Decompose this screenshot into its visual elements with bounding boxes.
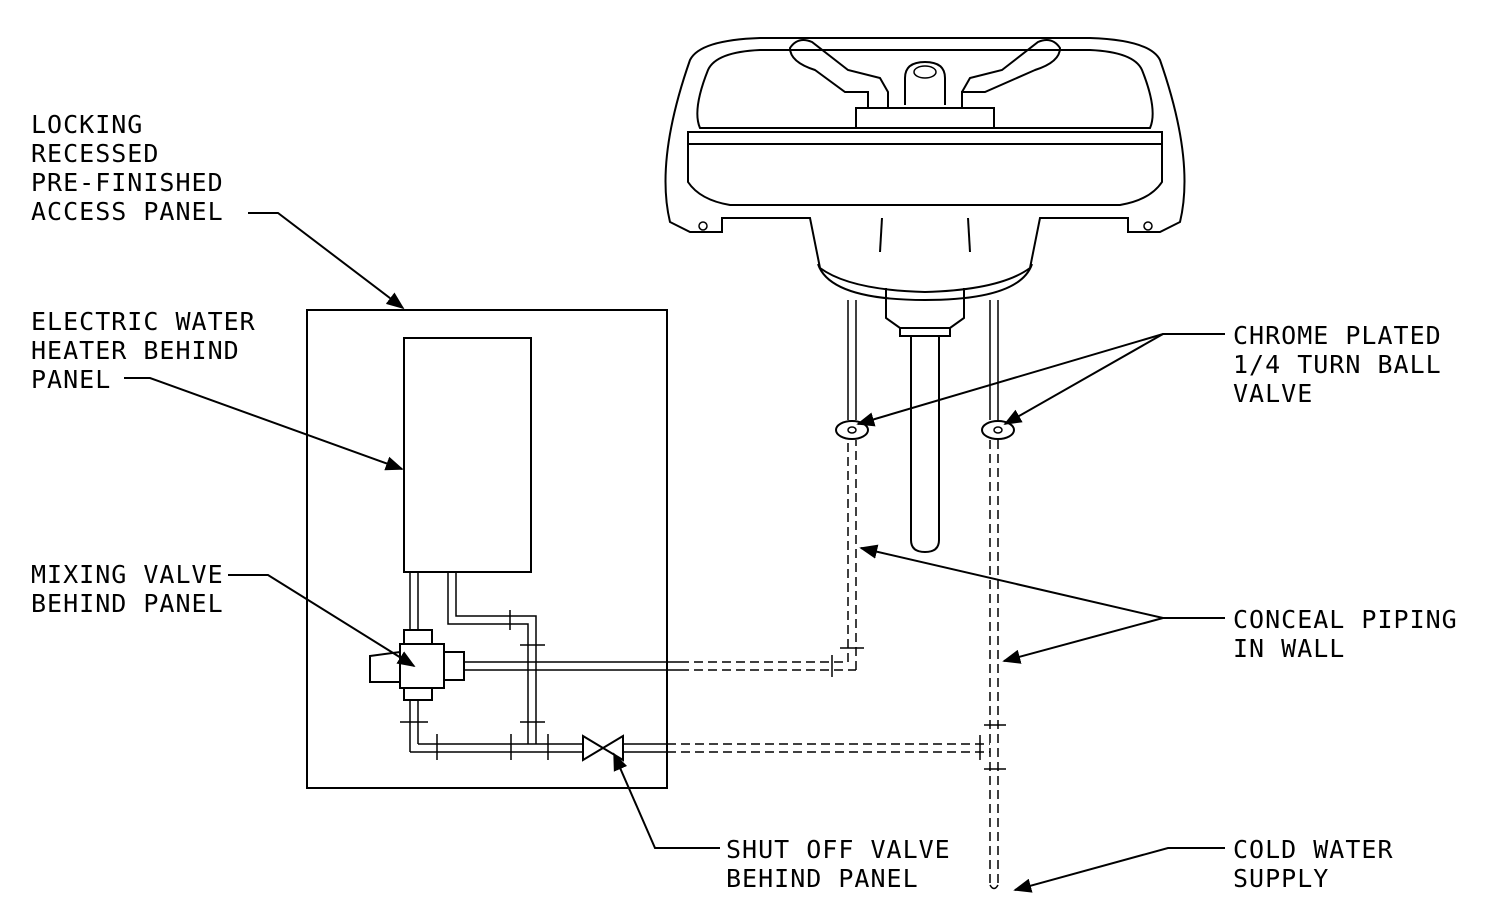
ball-valve-left	[835, 420, 869, 440]
panel-piping	[369, 572, 680, 762]
sink-basin	[664, 37, 1186, 554]
concealed-piping	[667, 300, 1006, 890]
label-cold-water: COLD WATER SUPPLY	[1233, 835, 1410, 893]
ball-valve-right	[981, 420, 1015, 440]
label-mixing-valve: MIXING VALVE BEHIND PANEL	[31, 560, 240, 618]
label-access-panel: LOCKING RECESSED PRE-FINISHED ACCESS PAN…	[31, 110, 240, 226]
label-ball-valve: CHROME PLATED 1/4 TURN BALL VALVE	[1233, 321, 1458, 408]
water-heater	[403, 337, 532, 573]
leader-lines	[124, 212, 1225, 893]
label-conceal-piping: CONCEAL PIPING IN WALL	[1233, 605, 1474, 663]
label-shut-off-valve: SHUT OFF VALVE BEHIND PANEL	[726, 835, 967, 893]
label-water-heater: ELECTRIC WATER HEATER BEHIND PANEL	[31, 307, 272, 394]
access-panel	[306, 309, 668, 789]
